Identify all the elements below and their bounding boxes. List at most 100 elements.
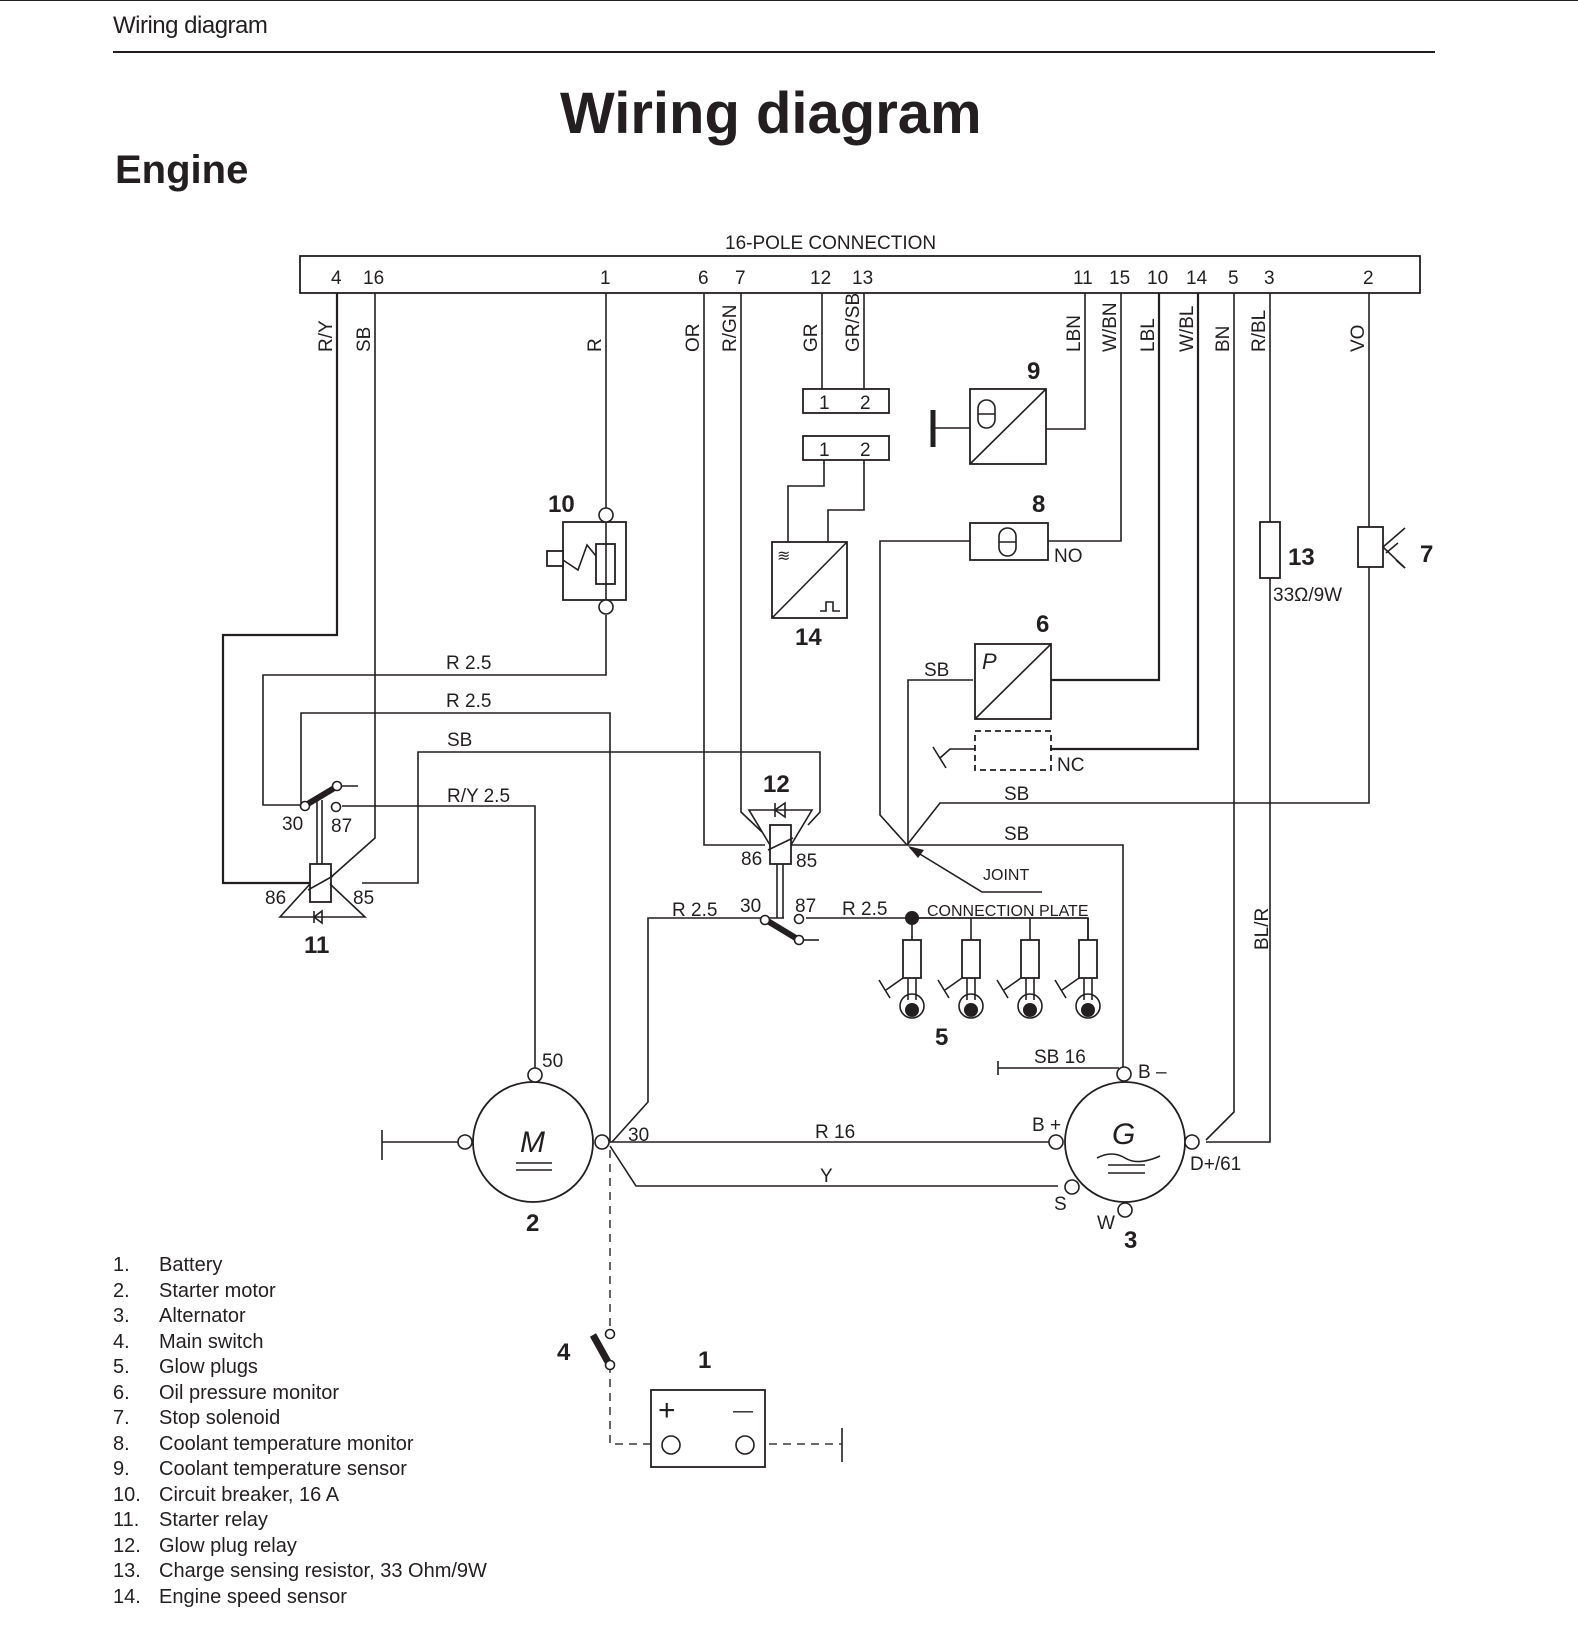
svg-text:G: G: [1112, 1118, 1135, 1151]
component-number-10: 10: [548, 491, 575, 518]
charge-sensing-resistor-13: 13 33Ω/9W: [1259, 521, 1342, 606]
legend-label: Starter motor: [159, 1279, 276, 1302]
svg-text:1: 1: [819, 393, 830, 414]
svg-text:SB: SB: [1004, 784, 1029, 805]
plug-connector: 1 2 1 2: [802, 388, 890, 461]
legend-item: 6. Oil pressure monitor: [113, 1381, 487, 1407]
component-number-13: 13: [1288, 544, 1315, 571]
connector-pin-2: 2: [1363, 268, 1374, 289]
component-number-11: 11: [304, 932, 329, 959]
legend-label: Circuit breaker, 16 A: [159, 1483, 340, 1506]
svg-text:P: P: [982, 649, 997, 674]
wire-y: [609, 1145, 1058, 1187]
wire-color-13: GR/SB: [843, 293, 864, 352]
legend-number: 4.: [113, 1330, 130, 1353]
connector-pin-3: 3: [1264, 268, 1275, 289]
wire-color-4: R/Y: [316, 320, 337, 352]
svg-text:86: 86: [741, 849, 762, 870]
component-number-4: 4: [557, 1339, 571, 1366]
legend-number: 6.: [113, 1381, 130, 1404]
battery-1: + — 1: [650, 1347, 766, 1468]
component-number-3: 3: [1124, 1227, 1137, 1254]
legend-number: 3.: [113, 1305, 130, 1327]
joint-leader: [909, 847, 1042, 893]
legend-number: 7.: [113, 1407, 130, 1429]
legend-label: Glow plugs: [159, 1356, 258, 1378]
wire-r25-c: [611, 917, 784, 1143]
wire-r25-b: [300, 712, 611, 1142]
wire-color-11: LBN: [1064, 315, 1085, 352]
svg-text:1: 1: [819, 440, 830, 461]
legend-item: 14.Engine speed sensor: [113, 1585, 487, 1611]
svg-text:2: 2: [860, 440, 871, 461]
connector-pin-10: 10: [1147, 268, 1168, 289]
wire-bn-pin5: [1205, 293, 1235, 1141]
alternator-3: G B – B + D+/61 S W 3: [1032, 1062, 1241, 1254]
connector-16-pole: [299, 255, 1421, 294]
wire-color-16: SB: [354, 327, 375, 352]
svg-text:R 2.5: R 2.5: [446, 691, 491, 712]
svg-text:S: S: [1054, 1194, 1067, 1215]
legend-number: 8.: [113, 1432, 130, 1455]
wire-ry25: [342, 805, 536, 1068]
connector-pin-5: 5: [1228, 268, 1239, 289]
wire-r25-a: [262, 615, 607, 806]
svg-text:D+/61: D+/61: [1190, 1154, 1241, 1175]
svg-text:50: 50: [542, 1051, 563, 1072]
legend-item: 3.Alternator: [113, 1304, 487, 1330]
svg-text:+: +: [658, 1394, 676, 1427]
wire-sb-joint: [792, 844, 1124, 1070]
legend-item: 9.Coolant temperature sensor: [113, 1457, 487, 1483]
wire-color-14: W/BL: [1177, 306, 1198, 352]
running-header: Wiring diagram: [113, 12, 268, 39]
svg-text:Y: Y: [820, 1166, 833, 1187]
page-title: Wiring diagram: [560, 81, 982, 146]
svg-text:R 2.5: R 2.5: [672, 900, 717, 921]
engine-speed-sensor-14: ≋ 14: [771, 541, 848, 651]
joint-arrow: [908, 846, 924, 858]
svg-text:R/Y 2.5: R/Y 2.5: [447, 786, 510, 807]
legend-number: 13.: [113, 1560, 141, 1582]
legend-number: 9.: [113, 1458, 130, 1480]
starter-motor-2: M 50 30 2: [457, 1051, 649, 1237]
wire-speed-1: [787, 460, 825, 542]
circuit-breaker-10: 10: [546, 491, 627, 615]
wire-rbl-pin3-b: [1206, 578, 1271, 1143]
legend-label: Battery: [159, 1254, 223, 1276]
wire-labels-horizontal: R 2.5 R 2.5 SB R/Y 2.5 R 2.5 R 2.5 SB SB…: [446, 653, 1273, 1187]
svg-text:87: 87: [331, 816, 352, 837]
wire-color-12: GR: [801, 324, 822, 353]
wire-color-1: R: [585, 338, 606, 352]
legend-item: 13.Charge sensing resistor, 33 Ohm/9W: [113, 1559, 487, 1585]
wire-rgn-pin7: [740, 293, 763, 833]
legend-label: Starter relay: [159, 1509, 268, 1531]
connector-pin-7: 7: [735, 268, 746, 289]
legend-item: 2. Starter motor: [113, 1279, 487, 1305]
glow-plug: [996, 918, 1043, 1019]
connector-pin-12: 12: [810, 268, 831, 289]
resistor-value: 33Ω/9W: [1273, 585, 1342, 606]
wire-color-3: R/BL: [1249, 310, 1270, 352]
legend-label: Oil pressure monitor: [159, 1381, 340, 1404]
glow-plug: [1054, 918, 1101, 1019]
connector-pin-1: 1: [600, 268, 611, 289]
main-switch-4: 4: [557, 1328, 616, 1371]
connector-pin-14: 14: [1186, 268, 1208, 289]
component-number-5: 5: [935, 1024, 948, 1051]
svg-text:—: —: [733, 1400, 753, 1422]
legend-label: Coolant temperature monitor: [159, 1432, 414, 1455]
component-number-6: 6: [1036, 611, 1049, 638]
wire-wbn-pin15: [1046, 293, 1122, 542]
no-label: NO: [1054, 546, 1083, 567]
legend-number: 1.: [113, 1254, 130, 1276]
legend-number: 2.: [113, 1279, 130, 1302]
connector-pin-6: 6: [698, 268, 709, 289]
wire-speed-2: [827, 460, 865, 542]
wire-or-pin6: [703, 293, 765, 846]
wire-lbl-pin10: [1050, 293, 1161, 682]
svg-text:85: 85: [796, 851, 817, 872]
svg-text:30: 30: [740, 896, 761, 917]
legend-label: Main switch: [159, 1330, 264, 1353]
